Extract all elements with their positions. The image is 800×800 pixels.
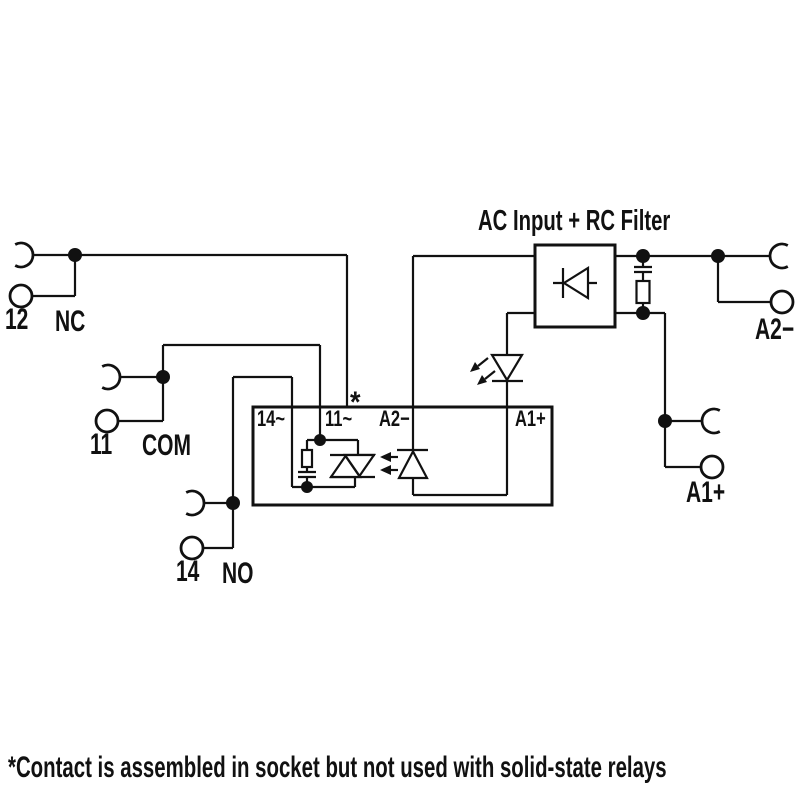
- snubber-resistor-icon: [300, 448, 314, 469]
- terminal-circle-a2: [769, 289, 795, 315]
- wire-terminal-14: [204, 377, 235, 550]
- wire-terminal-12: [32, 255, 77, 298]
- junction-dot: [156, 370, 170, 384]
- junction-dot: [636, 306, 650, 320]
- wire-snubber-branch: [305, 438, 320, 487]
- junction-dot: [301, 481, 313, 493]
- asterisk-marker: *: [350, 386, 361, 419]
- junction-dot: [226, 496, 240, 510]
- terminal-label-nc: NC: [55, 305, 86, 338]
- diagram-title: AC Input + RC Filter: [478, 205, 671, 237]
- footnote: *Contact is assembled in socket but not …: [8, 751, 667, 784]
- relay-pin-a2: A2−: [379, 406, 410, 431]
- socket-contact-arc-12: [14, 241, 35, 269]
- rc-resistor-icon: [635, 279, 651, 305]
- junction-dot: [314, 434, 326, 446]
- terminal-label-no: NO: [222, 557, 254, 590]
- opto-emitter-diode-icon: [397, 256, 509, 497]
- led-light-arrows-icon: [470, 357, 496, 385]
- socket-contact-arc-a2: [768, 242, 789, 270]
- led-icon: [490, 313, 524, 407]
- wire-terminal-11: [118, 345, 165, 423]
- terminal-label-com: COM: [142, 429, 191, 462]
- photo-triac-icon: [328, 453, 377, 479]
- socket-contact-arc-11: [101, 363, 122, 391]
- junction-dot: [711, 249, 725, 263]
- wire-no-to-pin14: [233, 375, 294, 487]
- terminal-circle-14: [179, 535, 205, 561]
- socket-contact-arc-a1: [700, 407, 721, 435]
- relay-pin-11: 11~: [325, 406, 353, 431]
- junction-dot: [636, 249, 650, 263]
- rc-capacitor-icon: [634, 265, 652, 274]
- terminal-number-11: 11: [90, 428, 113, 461]
- terminal-label-a1: A1+: [686, 476, 726, 509]
- junction-dot: [68, 248, 82, 262]
- bridge-rectifier-box: [533, 243, 617, 329]
- wire-triac-gate-top: [320, 438, 360, 455]
- socket-contact-arc-14: [185, 489, 206, 517]
- relay-pin-14: 14~: [257, 406, 285, 431]
- terminal-circle-11: [94, 408, 120, 434]
- rectifier-diode-icon: [553, 266, 597, 300]
- opto-light-arrows-icon: [380, 452, 398, 475]
- terminal-number-14: 14: [176, 555, 200, 588]
- junction-dot: [658, 414, 672, 428]
- relay-pin-a1: A1+: [515, 406, 546, 431]
- snubber-capacitor-icon: [298, 470, 316, 479]
- wire-terminal-a2: [716, 256, 771, 304]
- terminal-number-12: 12: [5, 303, 29, 336]
- wire-com-to-pin11: [163, 343, 322, 440]
- terminal-circle-12: [8, 283, 34, 309]
- terminal-circle-a1: [699, 454, 725, 480]
- relay-module-box: [251, 405, 554, 507]
- terminal-label-a2: A2−: [755, 313, 795, 346]
